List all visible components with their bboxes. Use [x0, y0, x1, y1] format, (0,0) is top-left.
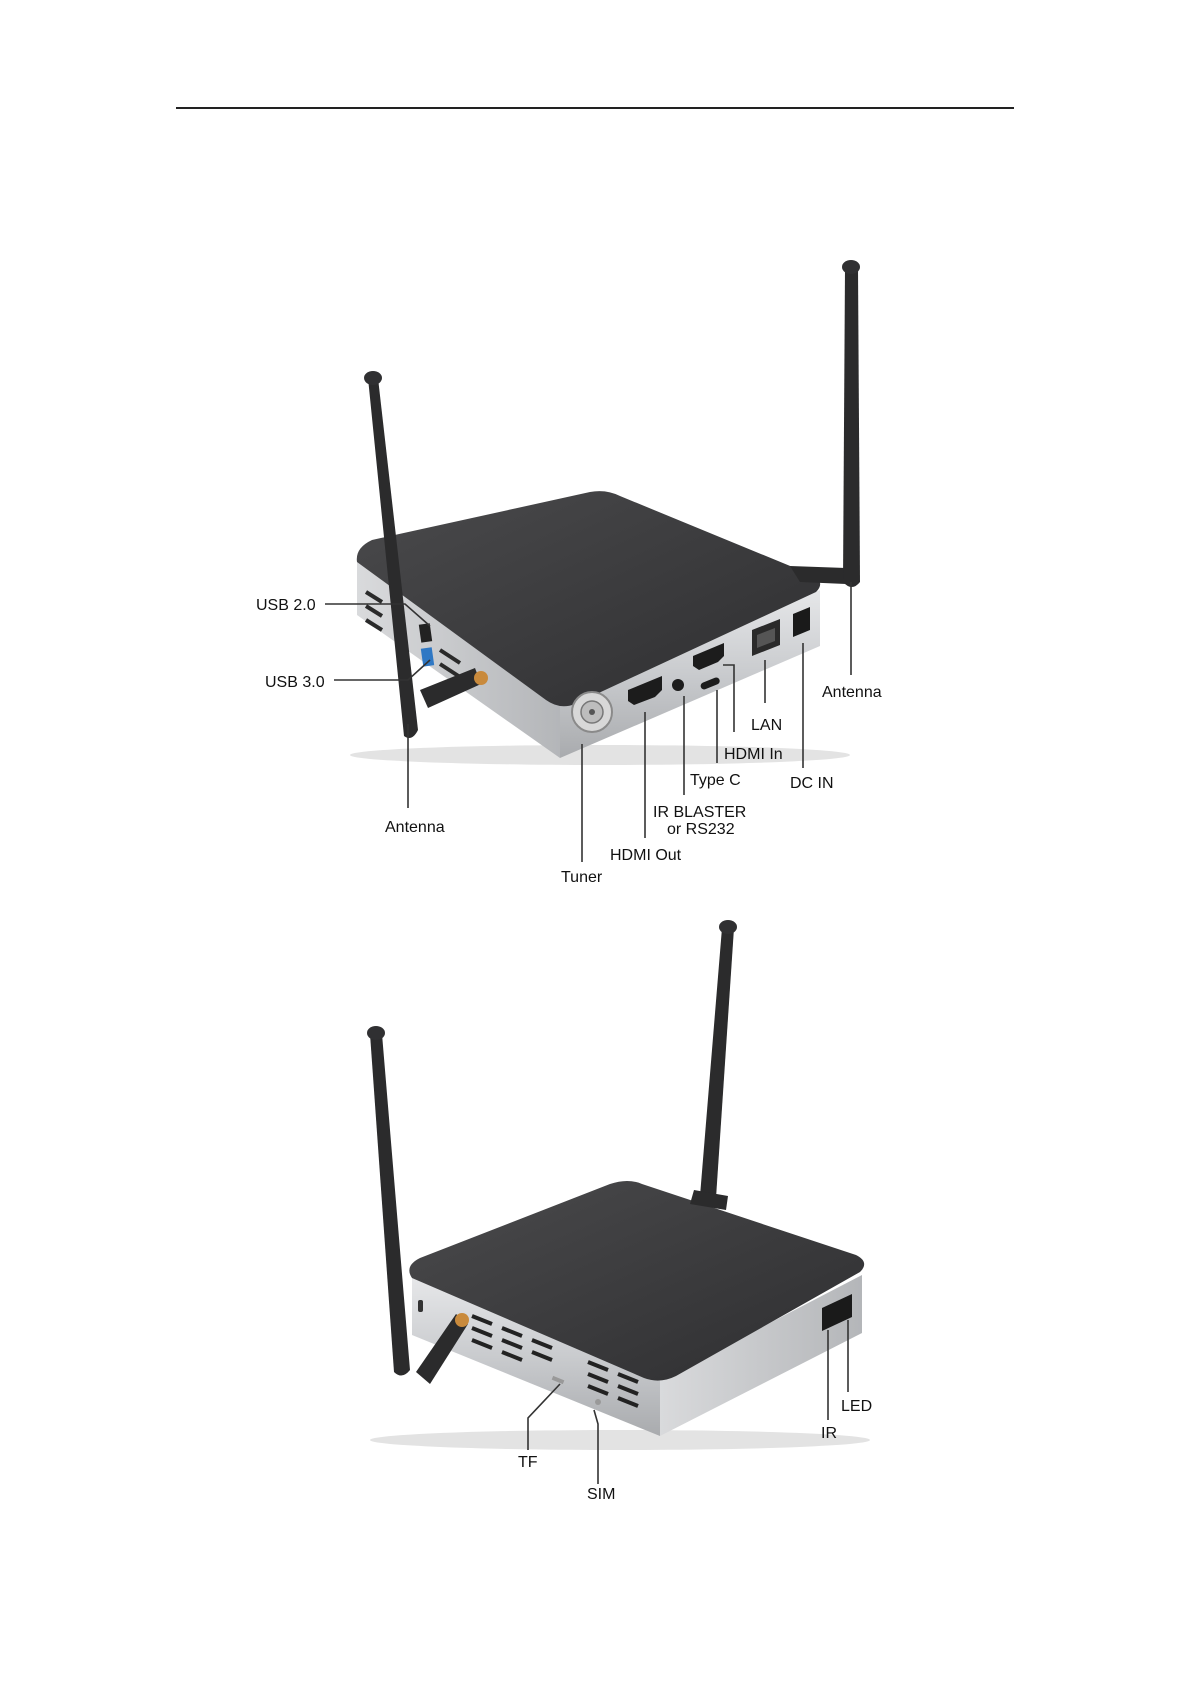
device-side-view — [367, 920, 870, 1450]
label-hdmi-in: HDMI In — [724, 746, 783, 763]
label-antenna-left: Antenna — [385, 819, 445, 836]
sim-slot — [595, 1399, 601, 1405]
label-ir-blaster-rs232: or RS232 — [667, 821, 735, 838]
label-antenna-right: Antenna — [822, 684, 882, 701]
label-hdmi-out: HDMI Out — [610, 847, 682, 864]
label-lan: LAN — [751, 717, 782, 734]
rear-right-antenna — [790, 260, 860, 587]
label-usb20: USB 2.0 — [256, 597, 316, 614]
label-tuner: Tuner — [561, 869, 603, 886]
side-right-antenna — [690, 920, 737, 1210]
label-ir-blaster: IR BLASTER — [653, 804, 746, 821]
device-rear-view — [350, 260, 860, 765]
label-sim: SIM — [587, 1486, 615, 1503]
label-type-c: Type C — [690, 772, 741, 789]
label-usb30: USB 3.0 — [265, 674, 325, 691]
label-tf: TF — [518, 1454, 538, 1471]
label-dc-in: DC IN — [790, 775, 834, 792]
label-ir: IR — [821, 1425, 837, 1442]
ir-blaster-jack — [672, 679, 684, 691]
label-led: LED — [841, 1398, 872, 1415]
side-shadow — [370, 1430, 870, 1450]
